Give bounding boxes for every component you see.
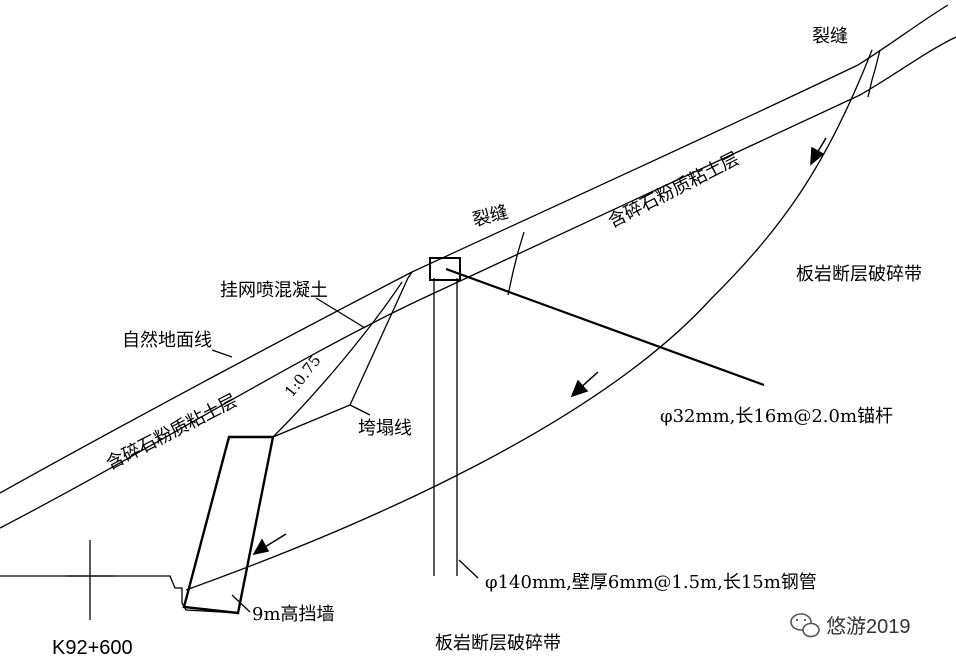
station-label: K92+600 <box>52 637 133 659</box>
watermark-text: 悠游2019 <box>826 615 911 638</box>
sliding-surface-curve <box>185 49 873 591</box>
shotcrete-slope <box>272 271 413 438</box>
crack-top-label: 裂缝 <box>812 26 848 47</box>
leader-natural-ground <box>211 349 233 358</box>
leader-wall <box>231 594 251 613</box>
collapse-line-label: 垮塌线 <box>358 418 412 439</box>
soil-layer-lower-boundary <box>0 36 956 529</box>
crack-mid <box>507 231 525 296</box>
soil-layer-upper-label: 含碎石粉质粘土层 <box>605 148 743 232</box>
natural-ground-label: 自然地面线 <box>122 330 212 351</box>
leader-shotcrete <box>315 297 366 329</box>
watermark: 悠游2019 <box>790 613 911 638</box>
collapse-line <box>272 281 403 438</box>
wechat-icon <box>790 613 820 638</box>
crack-top <box>867 49 881 98</box>
natural-ground-line <box>0 4 949 494</box>
retaining-wall-label: 9m高挡墙 <box>252 604 335 625</box>
crack-mid-label: 裂缝 <box>470 202 510 232</box>
fault-zone-bottom-label: 板岩断层破碎带 <box>435 633 561 654</box>
soil-layer-lower-label: 含碎石粉质粘土层 <box>103 390 241 474</box>
toe-ground-line <box>0 575 239 614</box>
anchor-spec-label: φ32mm,长16m@2.0m锚杆 <box>660 406 893 427</box>
leader-pipe <box>458 559 479 579</box>
shotcrete-label: 挂网喷混凝土 <box>220 280 328 301</box>
pipe-cap <box>429 257 461 281</box>
slope-ratio-label: 1:0.75 <box>281 352 325 401</box>
slide-arrow-bottom <box>252 533 287 556</box>
retaining-wall <box>182 435 275 615</box>
pipe-spec-label: φ140mm,壁厚6mm@1.5m,长15m钢管 <box>485 572 817 593</box>
slide-arrow-top <box>810 137 827 166</box>
leader-collapse <box>349 404 371 416</box>
anchor-bar <box>445 267 765 387</box>
slide-arrow-mid <box>570 371 599 398</box>
fault-zone-right-label: 板岩断层破碎带 <box>796 264 922 285</box>
